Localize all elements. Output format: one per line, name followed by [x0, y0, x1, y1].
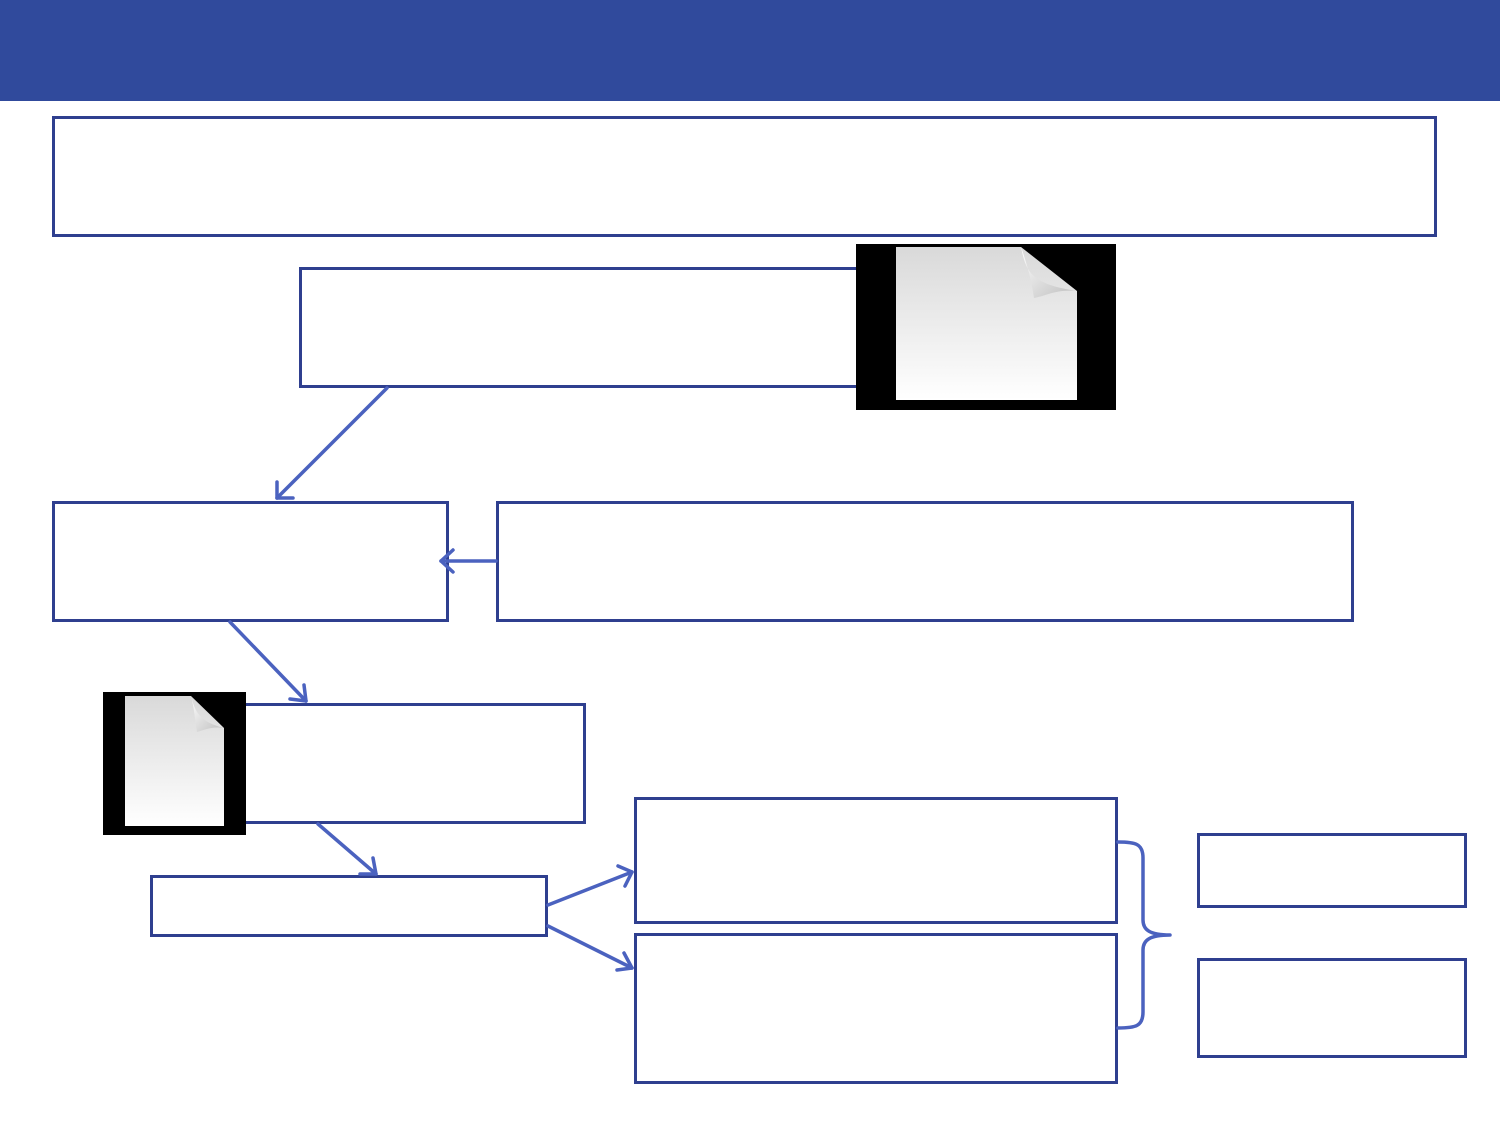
- image-placeholder-large: [856, 244, 1116, 410]
- left-middle-box: [52, 501, 449, 622]
- arrowhead: [275, 480, 295, 500]
- arrowhead: [615, 951, 634, 972]
- narrow-bar-box: [150, 875, 548, 937]
- arrowhead: [288, 683, 308, 703]
- arrow-fourth-to-bar: [316, 822, 378, 876]
- broken-document-icon: [125, 696, 224, 826]
- result-box-bottom: [1197, 958, 1467, 1058]
- arrow-second-to-left: [275, 386, 389, 500]
- upper-branch-box: [634, 797, 1118, 924]
- arrowhead: [439, 548, 455, 574]
- right-middle-box: [496, 501, 1354, 622]
- result-box-top: [1197, 833, 1467, 908]
- top-wide-box: [52, 116, 1437, 237]
- arrowhead: [616, 864, 634, 888]
- grouping-brace: [1116, 840, 1172, 1030]
- second-row-box: [299, 267, 859, 388]
- header-bar: [0, 0, 1500, 101]
- image-placeholder-small: [103, 692, 246, 835]
- broken-document-icon: [896, 247, 1077, 400]
- arrow-left-to-fourth: [228, 620, 308, 703]
- arrow-bar-to-upper: [546, 870, 634, 907]
- arrow-bar-to-lower: [546, 924, 634, 970]
- arrowhead: [358, 856, 378, 876]
- lower-branch-box: [634, 933, 1118, 1084]
